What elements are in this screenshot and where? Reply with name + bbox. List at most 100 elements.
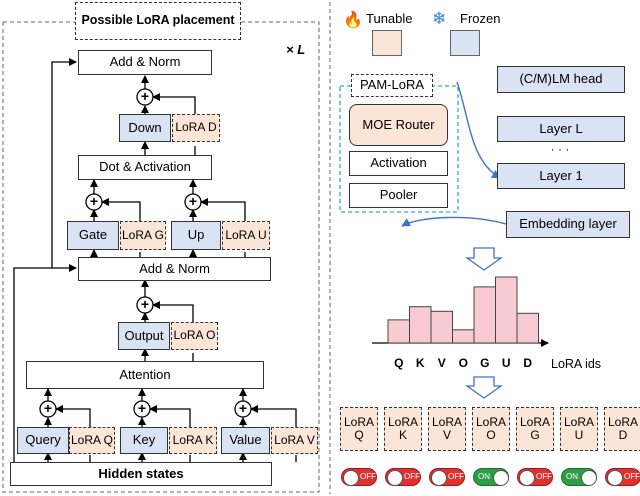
lora-chip-label: LoRA: [607, 414, 639, 429]
toggle-knob: [493, 470, 509, 486]
toggle-state-label: ON: [566, 472, 578, 481]
toggle-knob: [519, 470, 535, 486]
histogram-bar-u: [495, 276, 518, 344]
histogram-tick-v: V: [438, 356, 446, 370]
plus-sign-up: +: [188, 193, 198, 210]
histogram-tick-q: Q: [394, 356, 403, 370]
plus-sign-down: +: [140, 88, 150, 105]
lora-toggle-d[interactable]: OFF: [605, 468, 640, 486]
plus-sign-query: +: [43, 400, 53, 417]
query-box: Query: [17, 427, 69, 454]
plus-circles: [39, 88, 252, 418]
arrow-pam-to-layer1: [456, 81, 501, 179]
repeat-l-label: × L: [286, 42, 306, 57]
hidden-states-box: Hidden states: [10, 462, 272, 486]
add-norm-mid-box: Add & Norm: [78, 257, 271, 281]
plus-node-up: [184, 193, 202, 211]
gate-box: Gate: [67, 221, 119, 250]
histogram-tick-o: O: [459, 356, 468, 370]
add-norm-top-box: Add & Norm: [78, 50, 212, 75]
toggle-state-label: ON: [478, 472, 490, 481]
legend-tunable-swatch: [372, 30, 402, 56]
fire-icon: 🔥: [343, 12, 363, 29]
plus-node-down: [136, 88, 154, 106]
arrow-embedding-to-pam: [401, 216, 507, 227]
lora-u-box: LoRA U: [222, 221, 270, 250]
lora-ids-axis-label: LoRA ids: [551, 357, 602, 371]
down-box: Down: [119, 114, 171, 142]
possible-lora-placement-title: Possible LoRA placement: [75, 2, 241, 40]
lora-chip-label: LoRA: [519, 414, 551, 429]
snowflake-icon: ❄: [432, 9, 447, 28]
lora-chip-id: V: [442, 428, 451, 442]
lora-chip-id: Q: [354, 428, 364, 442]
lora-toggle-q[interactable]: OFF: [341, 468, 377, 486]
embedding-layer-box: Embedding layer: [506, 211, 630, 238]
legend-frozen-swatch: [450, 30, 480, 56]
plus-sign-key: +: [137, 400, 147, 417]
dot-activation-box: Dot & Activation: [78, 155, 212, 180]
lora-o-box: LoRA O: [171, 322, 218, 350]
histogram-bar-o: [452, 329, 475, 344]
lora-chip-label: LoRA: [563, 414, 595, 429]
left-connectors: [13, 58, 297, 462]
value-box: Value: [221, 427, 270, 454]
lora-toggle-o[interactable]: ON: [473, 468, 509, 486]
pam-lora-title: PAM-LoRA: [351, 74, 433, 97]
lora-chip-id: U: [574, 428, 584, 442]
toggle-state-label: OFF: [360, 472, 376, 481]
plus-node-query: [39, 400, 57, 418]
toggle-state-label: OFF: [624, 472, 640, 481]
attention-box: Attention: [26, 361, 264, 389]
histogram-tick-g: G: [480, 356, 489, 370]
plus-node-output: [136, 296, 154, 314]
histogram-bar-g: [473, 286, 496, 344]
activation-box: Activation: [349, 151, 448, 176]
hollow-arrow-top: [464, 247, 504, 271]
legend-frozen-label: Frozen: [460, 11, 501, 26]
lora-toggle-g[interactable]: OFF: [517, 468, 553, 486]
lora-k-box: LoRA K: [169, 427, 217, 454]
histogram-bar-v: [430, 310, 453, 344]
toggle-knob: [431, 470, 447, 486]
lora-toggle-u[interactable]: ON: [561, 468, 597, 486]
toggle-knob: [343, 470, 359, 486]
toggle-knob: [581, 470, 597, 486]
layers-ellipsis: · · ·: [550, 142, 570, 157]
key-box: Key: [120, 427, 168, 454]
lora-chip-label: LoRA: [431, 414, 463, 429]
toggle-state-label: OFF: [404, 472, 420, 481]
hollow-arrow-bottom: [464, 376, 504, 399]
lora-chip-id: K: [398, 428, 407, 442]
plus-sign-value: +: [238, 400, 248, 417]
plus-node-gate: [85, 193, 103, 211]
layer-l-box: Layer L: [497, 116, 625, 142]
histogram-bar-k: [409, 306, 432, 344]
lora-toggle-k[interactable]: OFF: [385, 468, 421, 486]
histogram-bar-q: [387, 319, 410, 344]
histogram-bar-d: [516, 312, 539, 344]
output-box: Output: [118, 322, 170, 350]
plus-sign-output: +: [140, 296, 150, 313]
lora-chip-id: D: [618, 428, 628, 442]
lora-q-box: LoRA Q: [69, 427, 115, 454]
lora-chip-id: G: [530, 428, 540, 442]
lora-chip-label: LoRA: [343, 414, 375, 429]
histogram-tick-k: K: [416, 356, 425, 370]
pooler-box: Pooler: [349, 183, 448, 208]
lora-chip-label: LoRA: [387, 414, 419, 429]
histogram-tick-u: U: [502, 356, 511, 370]
up-box: Up: [171, 221, 221, 250]
toggle-knob: [387, 470, 403, 486]
lora-g-box: LoRA G: [120, 221, 166, 250]
lora-toggle-v[interactable]: OFF: [429, 468, 465, 486]
